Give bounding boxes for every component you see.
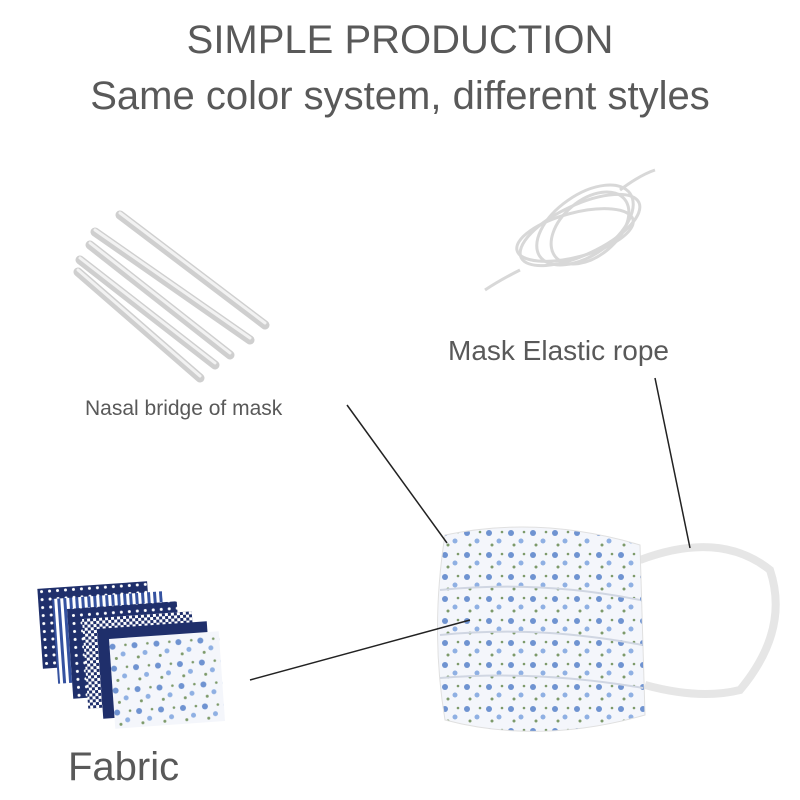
nasal-bridge-label: Nasal bridge of mask (85, 397, 283, 420)
nasal-bridge-strips (73, 210, 270, 383)
nasal-bridge-strips-highlight (76, 211, 267, 378)
cloth-mask (437, 526, 780, 732)
page-title: SIMPLE PRODUCTION (186, 18, 614, 62)
fabric-swatches (37, 581, 226, 729)
fabric-label: Fabric (68, 745, 180, 789)
elastic-rope-coil (484, 168, 656, 292)
nasal-bridge-pointer (346, 404, 448, 544)
callout-lines (249, 377, 691, 681)
page-subtitle: Same color system, different styles (90, 74, 710, 118)
fabric-pointer (249, 619, 471, 681)
elastic-rope-pointer (654, 377, 691, 549)
elastic-rope-label: Mask Elastic rope (448, 335, 669, 366)
